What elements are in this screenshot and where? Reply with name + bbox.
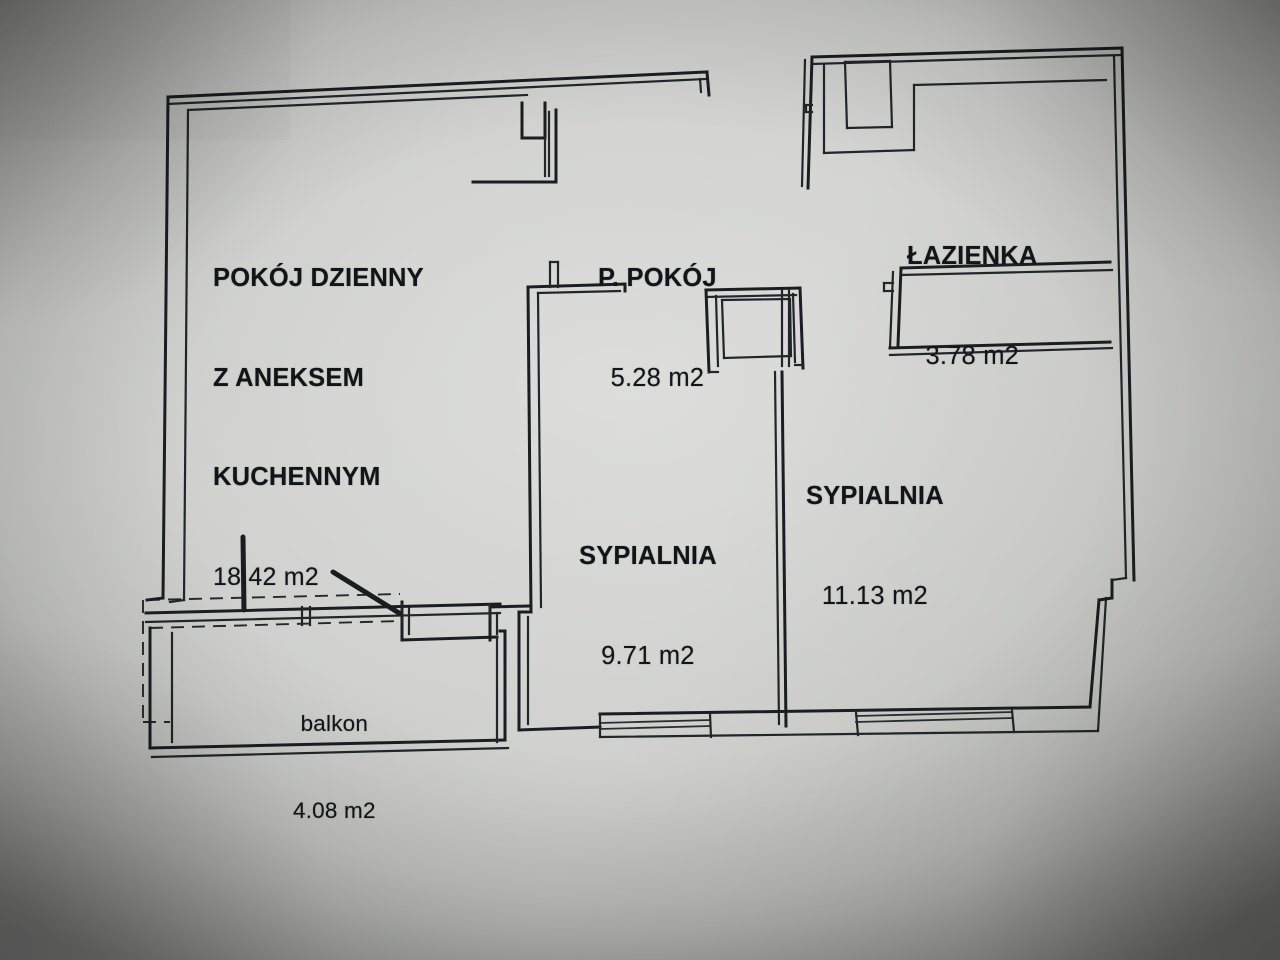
balcony-door-leaves bbox=[240, 534, 402, 616]
room-label-living-kitchen: POKÓJ DZIENNY Z ANEKSEM KUCHENNYM 18.42 … bbox=[213, 196, 424, 659]
room-name-line-2: Z ANEKSEM bbox=[213, 363, 365, 392]
room-area-hall: 5.28 m2 bbox=[610, 363, 705, 392]
room-area-living-kitchen: 18.42 m2 bbox=[213, 562, 319, 591]
hall-partition-walls bbox=[471, 101, 558, 184]
room-label-bathroom: ŁAZIENKA 3.78 m2 bbox=[907, 174, 1038, 439]
room-name-bedroom-1: SYPIALNIA bbox=[579, 542, 717, 571]
room-name-balcony: balkon bbox=[300, 710, 369, 736]
bedroom-1-walls bbox=[517, 260, 627, 732]
living-room-walls bbox=[161, 70, 711, 602]
room-name-bedroom-2: SYPIALNIA bbox=[806, 482, 944, 511]
room-name-line-3: KUCHENNYM bbox=[213, 463, 381, 492]
room-label-bedroom-1: SYPIALNIA 9.71 m2 bbox=[579, 474, 717, 739]
room-name-hall: P. POKÓJ bbox=[598, 264, 717, 293]
room-label-balcony: balkon 4.08 m2 bbox=[293, 650, 376, 884]
room-name-line-1: POKÓJ DZIENNY bbox=[213, 264, 424, 293]
room-area-balcony: 4.08 m2 bbox=[293, 798, 376, 824]
room-area-bedroom-2: 11.13 m2 bbox=[821, 581, 928, 610]
closet-niche bbox=[704, 286, 805, 374]
room-name-bathroom: ŁAZIENKA bbox=[907, 242, 1038, 271]
bottom-wall-and-windows bbox=[598, 576, 1128, 739]
room-area-bathroom: 3.78 m2 bbox=[925, 341, 1020, 370]
balcony-structure bbox=[142, 593, 510, 759]
bathroom-walls bbox=[800, 46, 1136, 582]
room-area-bedroom-1: 9.71 m2 bbox=[601, 641, 695, 670]
room-label-hall: P. POKÓJ 5.28 m2 bbox=[598, 196, 717, 461]
room-label-bedroom-2: SYPIALNIA 11.13 m2 bbox=[806, 414, 944, 679]
